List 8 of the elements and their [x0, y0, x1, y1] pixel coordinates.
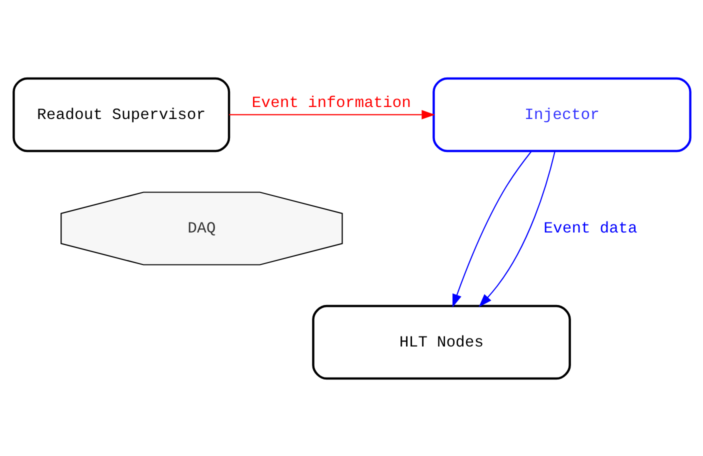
- arrow: [452, 150, 532, 307]
- arrow: [228, 110, 435, 119]
- node-box: Injector: [432, 76, 691, 152]
- edge-label: Event information: [251, 94, 410, 112]
- arrow: [478, 150, 556, 307]
- node-box: Readout Supervisor: [12, 76, 230, 152]
- edge-label: Event data: [543, 219, 637, 238]
- node-box: HLT Nodes: [312, 304, 570, 380]
